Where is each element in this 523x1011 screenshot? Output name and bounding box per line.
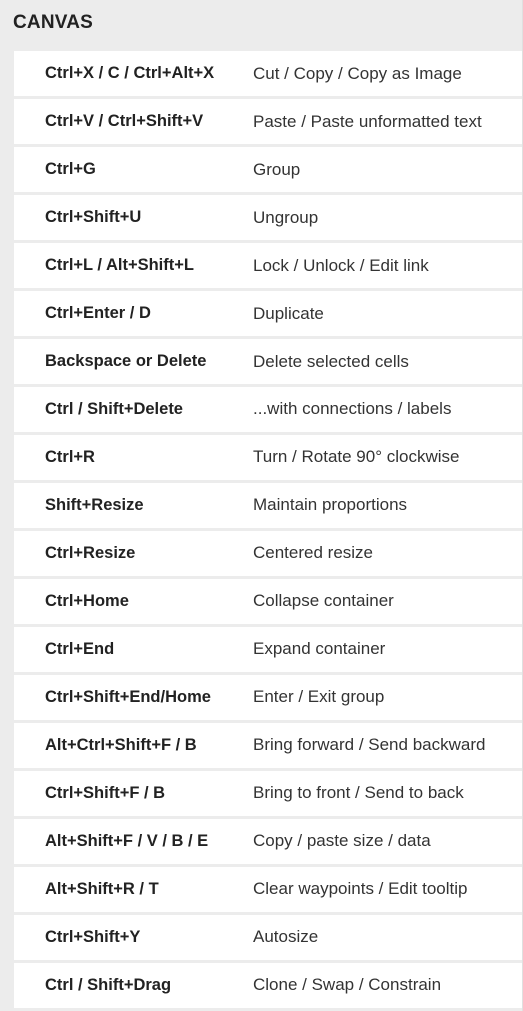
shortcut-key: Ctrl+L / Alt+Shift+L bbox=[45, 256, 194, 275]
shortcut-key: Alt+Shift+F / V / B / E bbox=[45, 831, 209, 850]
shortcut-key: Ctrl+G bbox=[45, 160, 96, 179]
shortcut-key: Alt+Shift+R / T bbox=[45, 879, 159, 898]
shortcut-description: Centered resize bbox=[253, 543, 374, 563]
shortcut-key: Shift+Resize bbox=[45, 495, 144, 514]
shortcut-row: Ctrl+Shift+End/Home Enter / Exit group bbox=[14, 674, 522, 720]
shortcut-key: Ctrl+X / C / Ctrl+Alt+X bbox=[45, 64, 215, 83]
shortcut-description: Lock / Unlock / Edit link bbox=[253, 255, 429, 275]
shortcut-row: Ctrl+Shift+U Ungroup bbox=[14, 194, 522, 241]
shortcut-description: Copy / paste size / data bbox=[253, 831, 431, 851]
shortcut-description: Turn / Rotate 90° clockwise bbox=[253, 447, 460, 467]
shortcut-row: Ctrl / Shift+Delete ...with connections … bbox=[14, 386, 522, 433]
shortcut-description: Enter / Exit group bbox=[253, 687, 385, 707]
shortcut-description: Delete selected cells bbox=[253, 351, 409, 371]
shortcut-description: Paste / Paste unformatted text bbox=[253, 111, 482, 131]
shortcut-description: Collapse container bbox=[253, 591, 394, 611]
shortcut-row: Backspace or Delete Delete selected cell… bbox=[14, 338, 522, 385]
shortcut-description: Maintain proportions bbox=[253, 495, 408, 515]
shortcut-description: Ungroup bbox=[253, 207, 319, 227]
shortcut-row: Ctrl+V / Ctrl+Shift+V Paste / Paste unfo… bbox=[14, 98, 522, 145]
shortcut-description: Clear waypoints / Edit tooltip bbox=[253, 879, 468, 899]
section-title: CANVAS bbox=[13, 12, 94, 33]
shortcut-description: Group bbox=[253, 159, 301, 179]
shortcut-row: Ctrl+L / Alt+Shift+L Lock / Unlock / Edi… bbox=[14, 242, 522, 289]
shortcut-description: Duplicate bbox=[253, 303, 324, 323]
shortcut-key: Ctrl+Resize bbox=[45, 543, 136, 562]
shortcut-key: Ctrl+Shift+End/Home bbox=[45, 687, 211, 706]
shortcut-row: Alt+Shift+R / T Clear waypoints / Edit t… bbox=[14, 866, 522, 912]
shortcut-key: Ctrl / Shift+Drag bbox=[45, 975, 172, 994]
shortcut-row: Alt+Ctrl+Shift+F / B Bring forward / Sen… bbox=[14, 722, 522, 768]
shortcut-description: ...with connections / labels bbox=[253, 399, 452, 419]
shortcut-description: Autosize bbox=[253, 927, 319, 947]
shortcut-key: Alt+Ctrl+Shift+F / B bbox=[45, 735, 197, 754]
shortcut-key: Ctrl+R bbox=[45, 447, 95, 466]
shortcut-row: Ctrl+R Turn / Rotate 90° clockwise bbox=[14, 434, 522, 481]
shortcut-description: Bring forward / Send backward bbox=[253, 735, 486, 755]
shortcut-key: Ctrl+Home bbox=[45, 591, 129, 610]
shortcut-description: Clone / Swap / Constrain bbox=[253, 975, 442, 995]
shortcut-row: Ctrl+Shift+Y Autosize bbox=[14, 914, 522, 960]
shortcut-description: Bring to front / Send to back bbox=[253, 783, 464, 803]
shortcut-row: Ctrl+End Expand container bbox=[14, 626, 522, 672]
shortcut-row: Ctrl+Resize Centered resize bbox=[14, 530, 522, 577]
shortcut-key: Ctrl+End bbox=[45, 639, 115, 658]
shortcut-key: Ctrl+Shift+U bbox=[45, 208, 142, 227]
shortcut-key: Ctrl+V / Ctrl+Shift+V bbox=[45, 112, 204, 131]
shortcut-description: Cut / Copy / Copy as Image bbox=[253, 63, 462, 83]
shortcut-key: Ctrl+Shift+Y bbox=[45, 927, 141, 946]
shortcut-row: Ctrl+G Group bbox=[14, 146, 522, 193]
shortcut-key: Ctrl+Shift+F / B bbox=[45, 783, 166, 802]
shortcut-key: Backspace or Delete bbox=[45, 352, 207, 370]
shortcut-row: Ctrl+X / C / Ctrl+Alt+X Cut / Copy / Cop… bbox=[14, 51, 522, 97]
shortcut-row: Ctrl+Home Collapse container bbox=[14, 578, 522, 625]
shortcut-row: Ctrl+Enter / D Duplicate bbox=[14, 290, 522, 337]
shortcut-description: Expand container bbox=[253, 639, 386, 659]
shortcut-list: Ctrl+X / C / Ctrl+Alt+X Cut / Copy / Cop… bbox=[14, 51, 522, 1011]
shortcut-row: Ctrl / Shift+Drag Clone / Swap / Constra… bbox=[14, 962, 522, 1008]
shortcut-row: Alt+Shift+F / V / B / E Copy / paste siz… bbox=[14, 818, 522, 864]
shortcut-row: Ctrl+Shift+F / B Bring to front / Send t… bbox=[14, 770, 522, 816]
shortcut-key: Ctrl / Shift+Delete bbox=[45, 399, 183, 418]
shortcut-row: Shift+Resize Maintain proportions bbox=[14, 482, 522, 529]
shortcut-key: Ctrl+Enter / D bbox=[45, 304, 151, 323]
